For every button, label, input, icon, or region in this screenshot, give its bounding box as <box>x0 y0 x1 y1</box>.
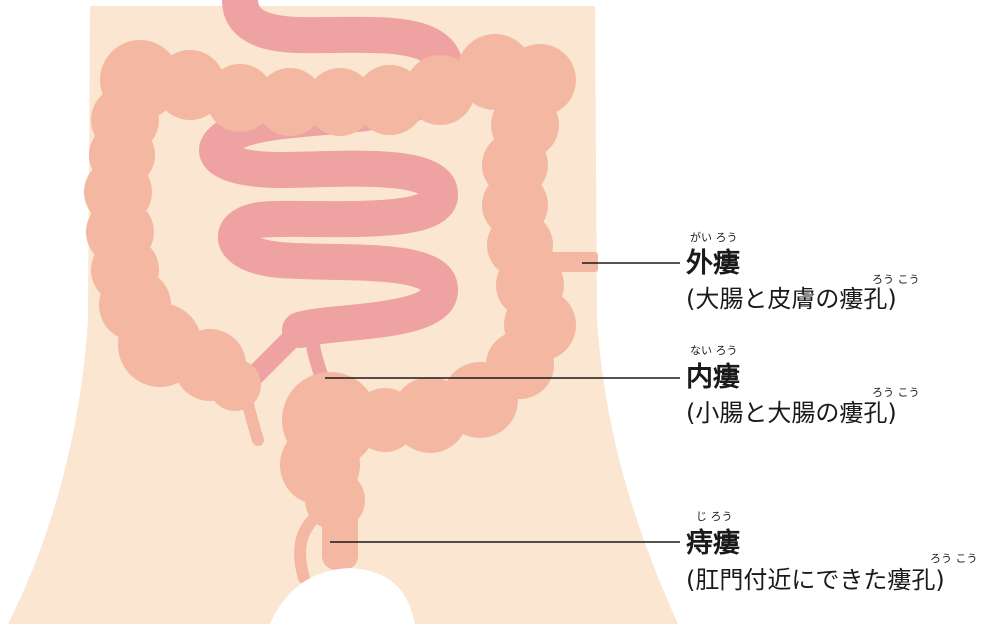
ruby-external-term: がい ろう <box>690 230 738 244</box>
desc-anal-fistula: (肛門付近にできた瘻孔) <box>686 566 945 594</box>
term-anal-fistula: 痔瘻 <box>686 527 740 559</box>
desc-external-fistula: (大腸と皮膚の瘻孔) <box>686 285 897 313</box>
term-external-fistula: 外瘻 <box>686 248 740 279</box>
term-internal-fistula: 内瘻 <box>686 362 740 393</box>
label-anal-fistula: じ ろう 痔瘻 ろう こう (肛門付近にできた瘻孔) <box>686 510 978 594</box>
desc-internal-fistula: (小腸と大腸の瘻孔) <box>686 399 897 427</box>
ruby-anal-desc: ろう こう <box>930 552 978 565</box>
label-internal-fistula: ない ろう 内瘻 ろう こう (小腸と大腸の瘻孔) <box>686 344 920 427</box>
ruby-internal-term: ない ろう <box>690 344 738 357</box>
ruby-anal-term: じ ろう <box>696 510 733 523</box>
label-external-fistula: がい ろう 外瘻 ろう こう (大腸と皮膚の瘻孔) <box>686 230 920 313</box>
ruby-internal-desc: ろう こう <box>872 386 920 399</box>
